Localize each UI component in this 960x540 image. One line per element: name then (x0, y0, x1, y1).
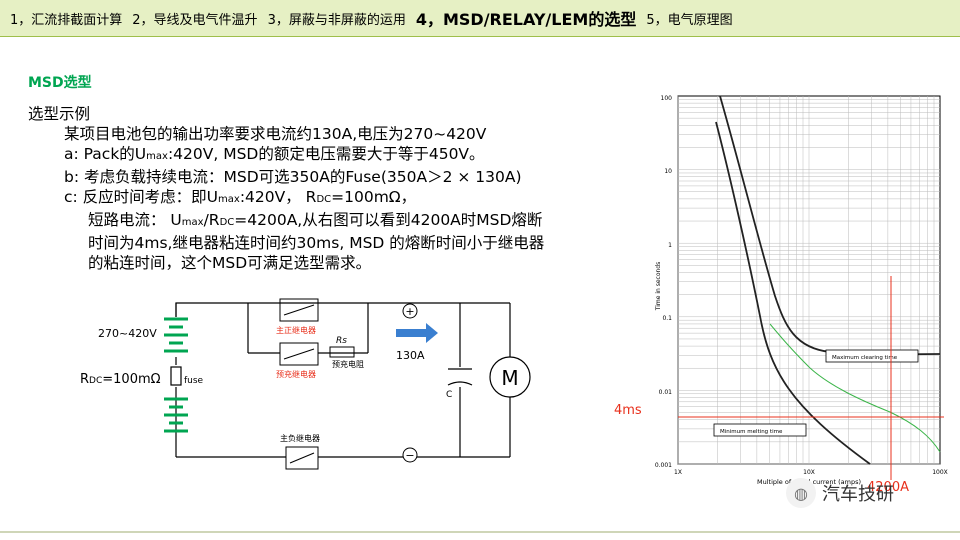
nav-item-4-active[interactable]: 4，MSD/RELAY/LEM的选型 (415, 10, 637, 29)
green-curve (769, 323, 941, 453)
footer-line (0, 531, 960, 533)
marker-4ms-label: 4ms (614, 403, 642, 418)
example-text: 选型示例 某项目电池包的输出功率要求电流约130A,电压为270~420V a:… (28, 104, 628, 273)
wechat-icon: ◍ (786, 478, 816, 508)
nav-item-3[interactable]: 3，屏蔽与非屏蔽的运用 (267, 12, 406, 28)
precharge-relay-label: 预充继电器 (276, 369, 316, 379)
precharge-relay (279, 342, 319, 366)
motor-label: M (501, 366, 518, 390)
negative-terminal (402, 447, 418, 463)
min-melting-curve (715, 121, 871, 465)
main-negative-relay-label: 主负继电器 (280, 433, 320, 443)
example-line-c: c: 反应时间考虑：即Umax:420V， RDC=100mΩ， (64, 188, 417, 206)
y-tick-0.001: 0.001 (655, 462, 672, 469)
main-positive-relay-label: 主正继电器 (276, 325, 316, 335)
example-line-a: a: Pack的Umax:420V, MSD的额定电压需要大于等于450V。 (64, 145, 485, 163)
y-tick-100: 100 (661, 95, 673, 102)
max-clearing-box (825, 349, 919, 363)
rdc-label: RDC=100mΩ (80, 372, 161, 387)
current-arrow (396, 323, 438, 343)
top-nav: 1，汇流排截面计算 2，导线及电气件温升 3，屏蔽与非屏蔽的运用 4，MSD/R… (0, 0, 960, 36)
rs-label: Rs (336, 336, 347, 346)
marker-4200a-label: 4200A (867, 480, 909, 495)
y-tick-0.01: 0.01 (659, 389, 673, 396)
current-label: 130A (396, 349, 425, 362)
fuse-label: fuse (184, 376, 204, 386)
minus-sign: − (405, 449, 414, 462)
x-tick-100x: 100X (932, 469, 948, 476)
example-line-f: 的粘连时间，这个MSD可满足选型需求。 (88, 254, 372, 272)
section-title: MSD选型 (28, 75, 92, 91)
fuse-curve-chart: 100 10 1 0.1 0.01 0.001 1X 10X 100X Time… (614, 95, 948, 495)
max-clearing-label: Maximum clearing time (832, 355, 898, 361)
example-line-1: 某项目电池包的输出功率要求电流约130A,电压为270~420V (64, 125, 487, 143)
capacitor-label: C (446, 390, 452, 400)
min-melting-label: Minimum melting time (720, 429, 783, 435)
min-melting-box (713, 423, 807, 437)
plus-sign: + (405, 305, 414, 318)
y-tick-1: 1 (668, 242, 672, 249)
watermark-text: 汽车技研 (822, 484, 894, 505)
x-tick-10x: 10X (803, 469, 815, 476)
example-line-d: 短路电流： Umax/RDC=4200A,从右图可以看到4200A时MSD熔断 (88, 211, 543, 229)
example-line-e: 时间为4ms,继电器粘连时间约30ms, MSD 的熔断时间小于继电器 (88, 234, 545, 252)
battery-top (164, 317, 188, 353)
nav-item-5[interactable]: 5，电气原理图 (646, 12, 733, 28)
nav-item-2[interactable]: 2，导线及电气件温升 (132, 12, 258, 28)
watermark: ◍ 汽车技研 (786, 478, 894, 508)
nav-item-1[interactable]: 1，汇流排截面计算 (10, 12, 123, 28)
example-heading: 选型示例 (28, 105, 91, 123)
x-tick-1x: 1X (674, 469, 682, 476)
nav-divider (0, 36, 960, 37)
y-tick-10: 10 (664, 168, 672, 175)
precharge-resistor-label: 预充电阻 (332, 359, 364, 369)
positive-terminal (402, 303, 418, 319)
main-negative-relay (285, 446, 319, 470)
voltage-label: 270~420V (98, 327, 157, 340)
circuit-diagram: + − 270~420V RDC=100mΩ fuse 主正继电器 预充继电器 … (80, 298, 531, 470)
example-line-b: b: 考虑负载持续电流：MSD可选350A的Fuse(350A＞2 × 130A… (64, 168, 522, 186)
y-axis-label: Time in seconds (655, 262, 662, 312)
battery-bottom (164, 397, 188, 433)
main-positive-relay (279, 298, 319, 322)
precharge-resistor (318, 346, 368, 358)
y-tick-0.1: 0.1 (662, 315, 672, 322)
